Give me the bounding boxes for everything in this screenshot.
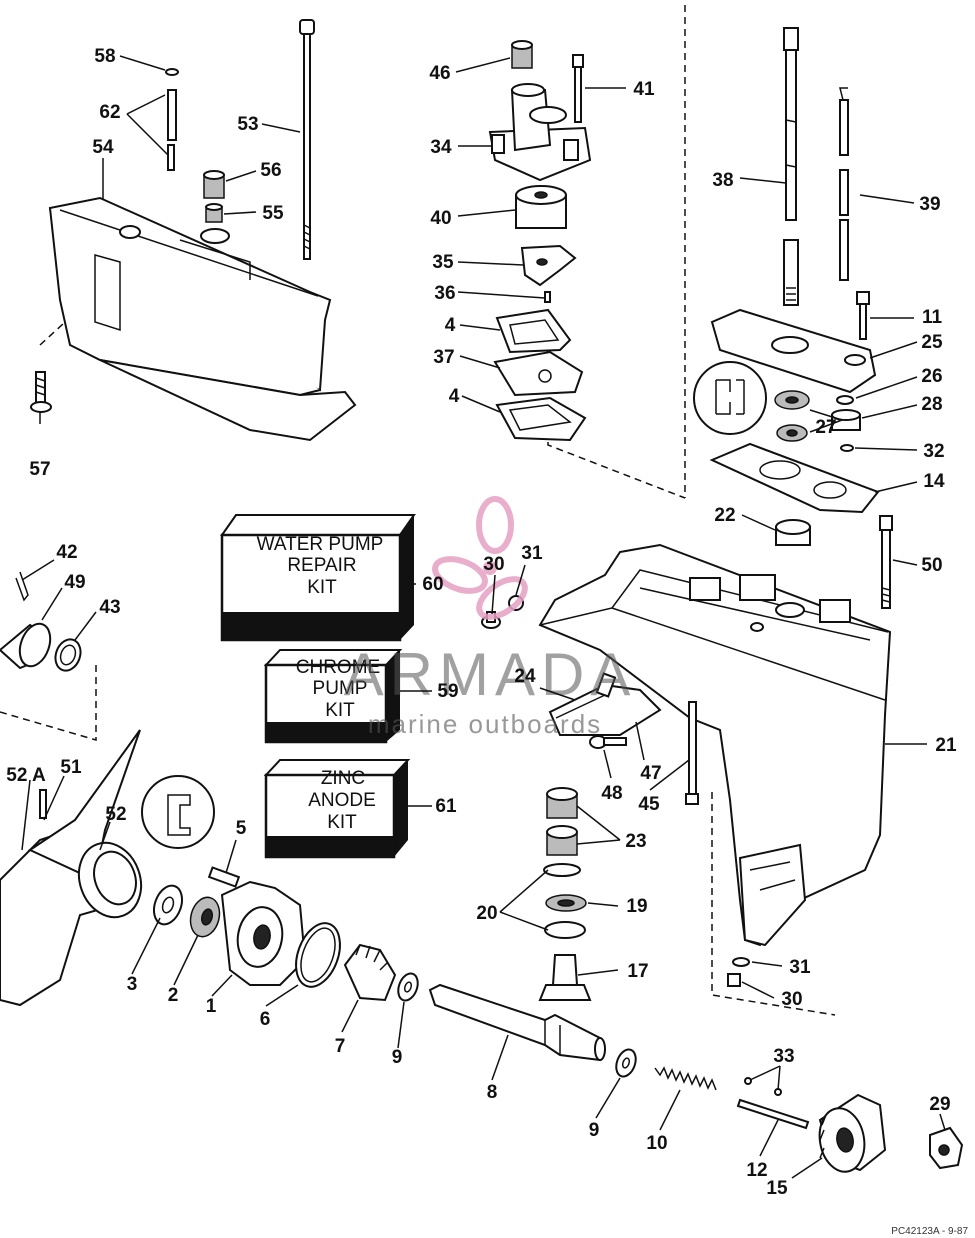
callout-23: 23: [625, 831, 646, 852]
callout-46: 46: [429, 63, 450, 84]
callout-52: 52: [105, 804, 126, 825]
kit-line: KIT: [325, 700, 355, 721]
callout-2: 2: [168, 985, 179, 1006]
callout-47: 47: [640, 763, 661, 784]
lower-screw: [727, 957, 750, 987]
callout-14: 14: [923, 471, 945, 492]
kit-box-chrome-pump: CHROME PUMP KIT: [263, 649, 403, 744]
callout-50: 50: [921, 555, 942, 576]
callout-55: 55: [262, 203, 284, 224]
callout-59: 59: [437, 681, 458, 702]
callout-5: 5: [236, 818, 247, 839]
callout-21: 21: [935, 735, 957, 756]
leader-lines: [21, 55, 946, 1179]
callout-26: 26: [921, 366, 942, 387]
kit-line: PUMP: [313, 678, 368, 699]
armada-watermark: ARMADA marine outboards: [344, 496, 637, 739]
callout-37: 37: [433, 347, 454, 368]
callout-35: 35: [432, 252, 454, 273]
callout-8: 8: [487, 1082, 498, 1103]
callout-6: 6: [260, 1009, 271, 1030]
callout-11: 11: [922, 307, 943, 328]
callout-15: 15: [766, 1178, 788, 1199]
callout-48: 48: [601, 783, 622, 804]
callout-34: 34: [430, 137, 452, 158]
callout-7: 7: [335, 1036, 346, 1057]
gearcase-hardware: [481, 595, 699, 805]
callout-27: 27: [815, 417, 836, 438]
callout-29: 29: [929, 1094, 950, 1115]
callout-58: 58: [94, 46, 115, 67]
callout-51: 51: [60, 757, 82, 778]
bushings: [203, 170, 225, 223]
callout-4: 4: [445, 315, 456, 336]
callout-labels: 58 62 53 54 56 55 57 46 41 34 40 35 36 4…: [6, 46, 957, 1199]
callout-53: 53: [237, 114, 258, 135]
callout-57: 57: [29, 459, 50, 480]
callout-36: 36: [434, 283, 455, 304]
callout-9: 9: [392, 1047, 403, 1068]
callout-56: 56: [260, 160, 281, 181]
callout-54: 54: [92, 137, 114, 158]
kit-line: ZINC: [321, 768, 365, 789]
propeller-assembly: [0, 571, 964, 1173]
callout-10: 10: [646, 1133, 667, 1154]
callout-42: 42: [56, 542, 77, 563]
callout-31: 31: [789, 957, 811, 978]
callout-19: 19: [626, 896, 647, 917]
callout-28: 28: [921, 394, 942, 415]
callout-17: 17: [627, 961, 648, 982]
callout-20: 20: [476, 903, 497, 924]
callout-31: 31: [521, 543, 543, 564]
callout-60: 60: [422, 574, 443, 595]
kit-box-zinc-anode: ZINC ANODE KIT: [263, 759, 411, 859]
figure-code: PC42123A - 9-87: [891, 1226, 968, 1237]
callout-24: 24: [514, 666, 536, 687]
callout-52a: 52 A: [6, 765, 46, 786]
screw-57: [30, 371, 52, 413]
watermark-brand: ARMADA: [344, 641, 637, 708]
kit-line: WATER PUMP: [257, 534, 384, 555]
callout-38: 38: [712, 170, 733, 191]
callout-45: 45: [638, 794, 660, 815]
callout-32: 32: [923, 441, 944, 462]
callout-22: 22: [714, 505, 735, 526]
callout-9: 9: [589, 1120, 600, 1141]
long-stud: [299, 19, 315, 260]
kit-line: KIT: [307, 577, 337, 598]
callout-1: 1: [206, 996, 217, 1017]
callout-61: 61: [435, 796, 457, 817]
callout-25: 25: [921, 332, 943, 353]
callout-4: 4: [449, 386, 460, 407]
water-pump-stack: [488, 40, 592, 442]
callout-30: 30: [483, 554, 504, 575]
callout-40: 40: [430, 208, 451, 229]
callout-43: 43: [99, 597, 120, 618]
callout-49: 49: [64, 572, 85, 593]
callout-39: 39: [919, 194, 940, 215]
callout-62: 62: [99, 102, 120, 123]
driveshaft-assembly: [693, 27, 893, 609]
callout-30: 30: [781, 989, 802, 1010]
propeller-logo-icon: [432, 496, 528, 620]
kit-line: REPAIR: [287, 555, 356, 576]
kit-line: CHROME: [296, 657, 380, 678]
kit-box-water-pump: WATER PUMP REPAIR KIT: [220, 514, 416, 642]
callout-33: 33: [773, 1046, 794, 1067]
gearcase: [538, 543, 892, 947]
kit-line: ANODE: [308, 790, 376, 811]
exhaust-housing: [48, 196, 357, 442]
grommet-and-pins: [165, 68, 179, 171]
watermark-tagline: marine outboards: [368, 709, 602, 739]
callout-12: 12: [746, 1160, 767, 1181]
callout-3: 3: [127, 974, 138, 995]
kit-line: KIT: [327, 812, 357, 833]
callout-41: 41: [633, 79, 655, 100]
pinion-stack: [538, 787, 592, 1001]
